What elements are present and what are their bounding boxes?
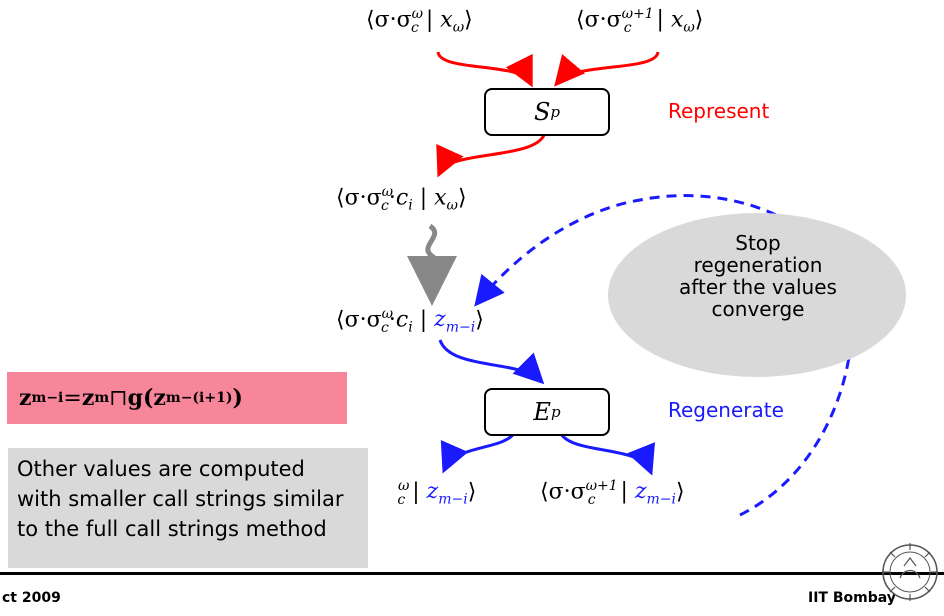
iit-bombay-logo <box>882 543 938 601</box>
arrow-represent-right <box>554 51 660 87</box>
node-middle-dot: · <box>388 185 396 211</box>
node-top-left-sup: ω <box>411 6 424 22</box>
info-box: Other values are computed with smaller c… <box>8 448 368 568</box>
info-line-2: with smaller call strings similar <box>17 487 344 511</box>
footer-rule <box>0 572 944 575</box>
equation-g: g(z <box>127 385 166 411</box>
node-bottom-left-sep: | <box>405 479 427 505</box>
node-middle-sub: c <box>381 197 389 214</box>
node-middle-ci-sub: i <box>408 197 413 214</box>
node-lower-var-sub: m−i <box>445 319 476 336</box>
node-top-right-var: x <box>670 7 684 33</box>
node-top-left-prefix: ⟨σ·σ <box>366 7 412 33</box>
node-bottom-right-sup: ω+1 <box>585 478 618 494</box>
ep-box-label: E <box>533 398 551 426</box>
node-lower-ci: c <box>395 307 409 333</box>
convergence-note-line-4: converge <box>711 297 805 321</box>
node-bottom-left-sub: c <box>397 491 406 508</box>
node-top-left-var: x <box>440 7 453 33</box>
footer-date: ct 2009 <box>2 590 61 606</box>
node-bottom-right-close: ⟩ <box>676 479 685 505</box>
node-top-left-sub: c <box>411 19 419 36</box>
node-middle: ⟨σ·σωc·ci | xω⟩ <box>336 184 467 214</box>
equation-equals: = <box>63 385 82 411</box>
node-top-right-prefix: ⟨σ·σ <box>576 7 622 33</box>
equation-meet: ⊓ <box>109 385 128 411</box>
node-middle-ci: c <box>395 185 409 211</box>
node-top-right-var-sub: ω <box>683 19 695 36</box>
node-bottom-right-sep: | <box>613 479 635 505</box>
node-middle-sep: | <box>412 185 435 211</box>
equation-z-sub: m <box>94 390 110 406</box>
node-bottom-left-sup: ω <box>398 478 410 494</box>
equation-lhs: z <box>19 385 32 411</box>
convergence-note-line-2: regeneration <box>693 253 823 277</box>
node-lower-dot: · <box>388 307 396 333</box>
node-lower-prefix: ⟨σ·σ <box>336 307 382 333</box>
node-bottom-right-var-sub: m−i <box>646 491 677 508</box>
node-top-right-sup: ω+1 <box>621 6 654 22</box>
arrow-regenerate-in <box>438 339 545 385</box>
node-top-left-sep: | <box>418 7 441 33</box>
arrow-regenerate-left <box>440 431 517 474</box>
node-lower-close: ⟩ <box>475 307 484 333</box>
ep-box-sub: p <box>550 403 561 421</box>
node-bottom-right-prefix: ⟨σ·σ <box>540 479 586 505</box>
node-lower-sup: ω <box>381 306 394 322</box>
node-bottom-right-sub: c <box>587 491 596 508</box>
equation-close: ) <box>232 385 243 411</box>
node-bottom-right: ⟨σ·σω+1c | zm−i⟩ <box>540 478 685 508</box>
node-middle-prefix: ⟨σ·σ <box>336 185 382 211</box>
regenerate-label: Regenerate <box>668 398 784 422</box>
squiggle-arrow <box>407 223 457 306</box>
sp-box-label: S <box>533 98 551 126</box>
node-middle-var: x <box>434 185 447 211</box>
node-top-right-sub: c <box>623 19 632 36</box>
sp-box-sub: p <box>550 103 561 121</box>
node-top-right-close: ⟩ <box>694 7 704 33</box>
node-bottom-left-var: z <box>426 479 439 505</box>
node-lower-sub: c <box>381 319 389 336</box>
node-top-left: ⟨σ·σωc | xω⟩ <box>366 6 473 36</box>
equation-lhs-sub: m−i <box>31 390 64 406</box>
node-middle-close: ⟩ <box>457 185 467 211</box>
node-lower-sep: | <box>412 307 435 333</box>
represent-label: Represent <box>668 99 770 123</box>
node-lower-ci-sub: i <box>408 319 413 336</box>
convergence-note-text: Stop regeneration after the values conve… <box>640 232 876 320</box>
info-line-1: Other values are computed <box>17 457 305 481</box>
footer-institution: IIT Bombay <box>808 590 896 606</box>
info-line-3: to the full call strings method <box>17 517 327 541</box>
node-top-right-sep: | <box>649 7 671 33</box>
node-top-right: ⟨σ·σω+1c | xω⟩ <box>576 6 703 36</box>
arrow-represent-left <box>436 51 533 88</box>
node-lower: ⟨σ·σωc·ci | zm−i⟩ <box>336 306 484 336</box>
dashed-regeneration-loop <box>474 194 854 517</box>
arrow-represent-out <box>436 131 547 178</box>
equation-z: z <box>81 385 95 411</box>
node-bottom-left: ωc | zm−i⟩ <box>397 478 477 508</box>
node-bottom-left-close: ⟩ <box>467 479 477 505</box>
node-bottom-left-var-sub: m−i <box>438 491 468 508</box>
arrow-regenerate-right <box>558 431 655 476</box>
node-bottom-right-var: z <box>634 479 647 505</box>
node-top-left-var-sub: ω <box>452 19 465 36</box>
convergence-note-line-1: Stop <box>735 231 781 255</box>
convergence-note-line-3: after the values <box>679 275 837 299</box>
node-lower-var: z <box>434 307 446 333</box>
node-middle-var-sub: ω <box>446 197 458 214</box>
node-top-left-close: ⟩ <box>464 7 473 33</box>
convergence-note-oval <box>608 213 906 377</box>
node-middle-sup: ω <box>381 184 394 200</box>
equation-g-sub: m−(i+1) <box>165 390 233 406</box>
